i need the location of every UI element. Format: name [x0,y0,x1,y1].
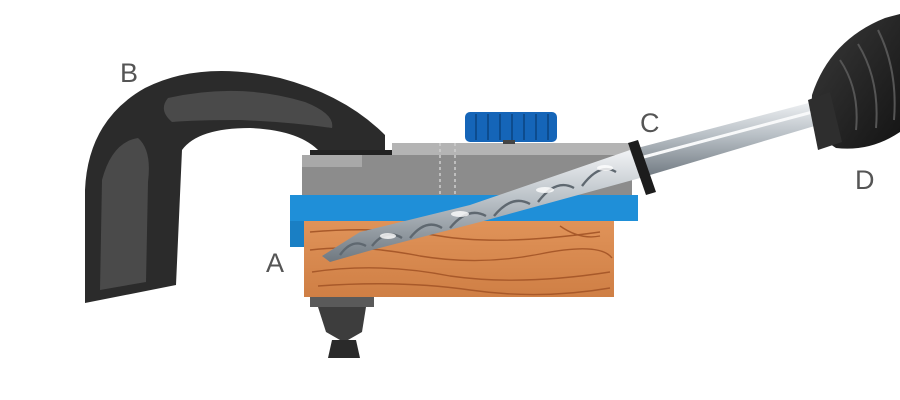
screw-shaft [318,307,366,340]
screw-collar [310,297,374,307]
jig-top-plate [392,143,632,155]
screw-tip [328,340,360,358]
drill-bit [322,100,828,262]
workpiece [304,221,614,297]
depth-collar [628,140,656,195]
jig-upper-step [302,155,362,167]
label-c: C [640,108,660,138]
depth-collar-ring [628,140,656,195]
drill-chuck-texture [839,29,896,131]
jig-blue-lip [290,221,304,247]
knob-stem [503,140,515,144]
drill-bit-glints [380,165,613,239]
clamp-grip-highlight [100,138,149,290]
clamp-screw [310,297,374,358]
drill-bit-shank [630,100,828,178]
drill [808,14,900,150]
wood-board [304,221,614,297]
clamp-arm [85,70,385,304]
drill-bit-flutes [322,150,640,262]
label-d: D [855,165,875,195]
adjustment-knob [465,112,557,144]
label-a: A [266,248,284,278]
label-b: B [120,58,138,88]
knob-ridges [475,114,549,140]
drill-chuck-jaw [808,92,842,150]
clamp-arm-highlight [163,90,333,128]
